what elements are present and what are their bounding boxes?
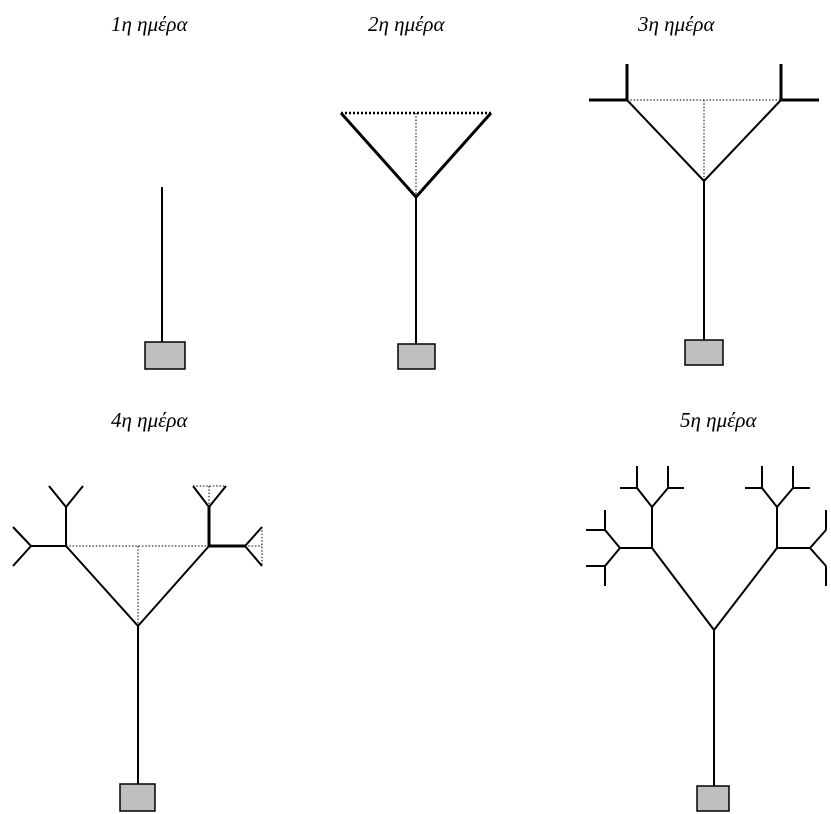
tree-day3 bbox=[589, 64, 819, 366]
day3-left-branch bbox=[626, 99, 705, 182]
day5-r-up-b bbox=[776, 487, 794, 508]
day4-right-out-fork-b bbox=[244, 545, 263, 567]
day1-pot bbox=[144, 341, 186, 370]
day2-left-branch bbox=[339, 112, 418, 198]
tree-day2 bbox=[339, 111, 493, 370]
day1-label: 1η ημέρα bbox=[111, 12, 188, 36]
day4-right-branch bbox=[137, 545, 210, 627]
tree-day4 bbox=[12, 485, 263, 812]
day4-pot bbox=[119, 783, 156, 812]
day5-l-out-b bbox=[604, 547, 621, 567]
day4-right-out-fork-a bbox=[244, 526, 263, 547]
day5-r-out-b bbox=[809, 547, 827, 567]
day4-label: 4η ημέρα bbox=[111, 408, 188, 432]
day4-left-out-fork-b bbox=[12, 545, 32, 567]
day4-left-up-fork-b bbox=[65, 485, 84, 508]
day5-r-up-a bbox=[761, 487, 778, 508]
day5-label: 5η ημέρα bbox=[680, 408, 757, 432]
day5-l-up-a bbox=[636, 487, 653, 508]
day5-l-up-b bbox=[651, 487, 669, 508]
tree-day5 bbox=[586, 466, 827, 812]
day5-r-out-a bbox=[809, 529, 827, 549]
day5-right-branch bbox=[713, 547, 778, 631]
day4-left-out-fork-a bbox=[12, 526, 32, 547]
day4-right-up-fork-b bbox=[208, 485, 227, 508]
day4-right-up-fork-a bbox=[192, 485, 210, 508]
day3-pot bbox=[684, 339, 724, 366]
day2-right-branch bbox=[414, 112, 493, 198]
day3-right-branch bbox=[703, 99, 782, 182]
day4-left-up-fork-a bbox=[48, 485, 67, 508]
day5-left-branch bbox=[651, 547, 715, 631]
day2-label: 2η ημέρα bbox=[368, 12, 445, 36]
day4-left-branch bbox=[65, 545, 139, 627]
day5-l-out-a bbox=[604, 529, 621, 549]
tree-day1 bbox=[144, 187, 186, 370]
day3-label: 3η ημέρα bbox=[638, 12, 715, 36]
day5-pot bbox=[696, 785, 730, 812]
day2-pot bbox=[397, 343, 436, 370]
